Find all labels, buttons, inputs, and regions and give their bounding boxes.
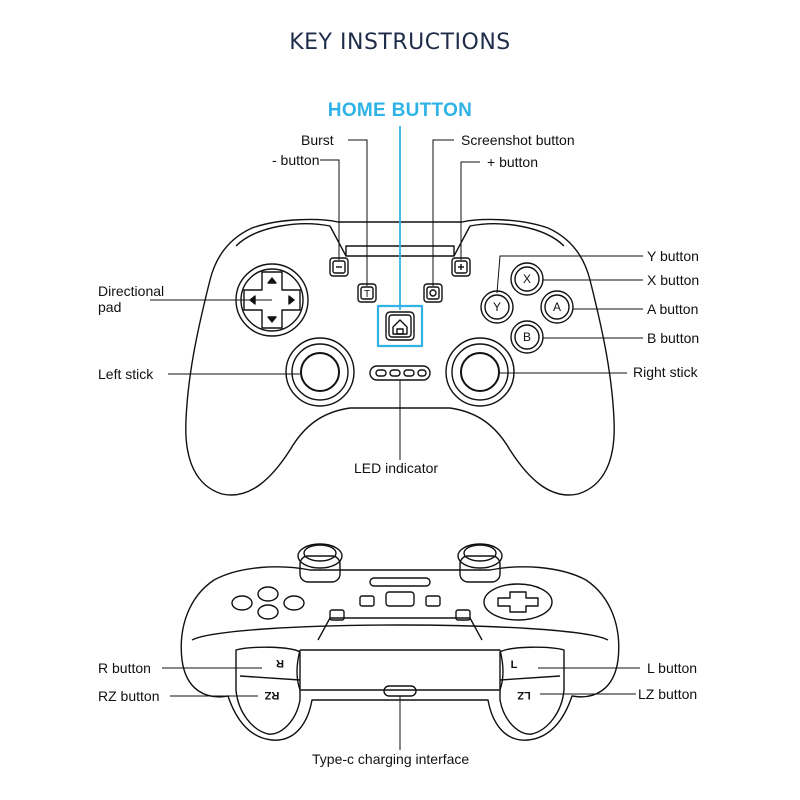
rz-glyph: RZ — [264, 689, 279, 701]
page-title: KEY INSTRUCTIONS — [289, 30, 511, 55]
left-stick-label: Left stick — [98, 366, 154, 382]
burst-label: Burst — [301, 132, 334, 148]
b-glyph: B — [523, 330, 531, 344]
plus-button-shape — [451, 257, 471, 277]
y-button-label: Y button — [647, 248, 699, 264]
plus-button-label: + button — [487, 154, 538, 170]
minus-button-shape — [329, 257, 349, 277]
l-button-label: L button — [647, 660, 698, 676]
a-glyph: A — [553, 300, 561, 314]
lz-button-label: LZ button — [638, 686, 698, 702]
typec-label: Type-c charging interface — [312, 751, 470, 767]
home-button-shape — [376, 304, 424, 348]
r-button-label: R button — [98, 660, 151, 676]
x-glyph: X — [523, 272, 531, 286]
b-button-label: B button — [647, 330, 700, 346]
a-button-shape — [540, 290, 574, 324]
home-button-heading: HOME BUTTON — [327, 100, 473, 121]
led-indicator-shape — [369, 365, 431, 381]
rz-button-label: RZ button — [98, 688, 160, 704]
l-glyph: L — [511, 659, 518, 671]
right-stick-label: Right stick — [633, 364, 698, 380]
a-button-label: A button — [647, 301, 699, 317]
x-button-label: X button — [647, 272, 700, 288]
y-leader — [496, 255, 643, 294]
x-button-shape — [510, 262, 544, 296]
top-view-controller-outline — [180, 543, 620, 741]
r-glyph: R — [276, 657, 284, 669]
screenshot-leader — [432, 139, 454, 286]
right-stick-shape — [445, 337, 515, 407]
b-button-shape — [510, 320, 544, 354]
screenshot-button-label: Screenshot button — [461, 132, 575, 148]
left-stick-shape — [285, 337, 355, 407]
minus-button-label: - button — [272, 152, 320, 168]
minus-leader — [320, 159, 340, 260]
screenshot-button-shape — [423, 283, 443, 303]
y-glyph: Y — [493, 300, 501, 314]
burst-leader — [348, 139, 368, 286]
directional-pad-label: Directional pad — [98, 283, 165, 315]
plus-leader — [460, 161, 480, 260]
turbo-glyph: T — [364, 289, 370, 300]
led-indicator-label: LED indicator — [354, 460, 439, 476]
lz-glyph: LZ — [517, 689, 531, 701]
